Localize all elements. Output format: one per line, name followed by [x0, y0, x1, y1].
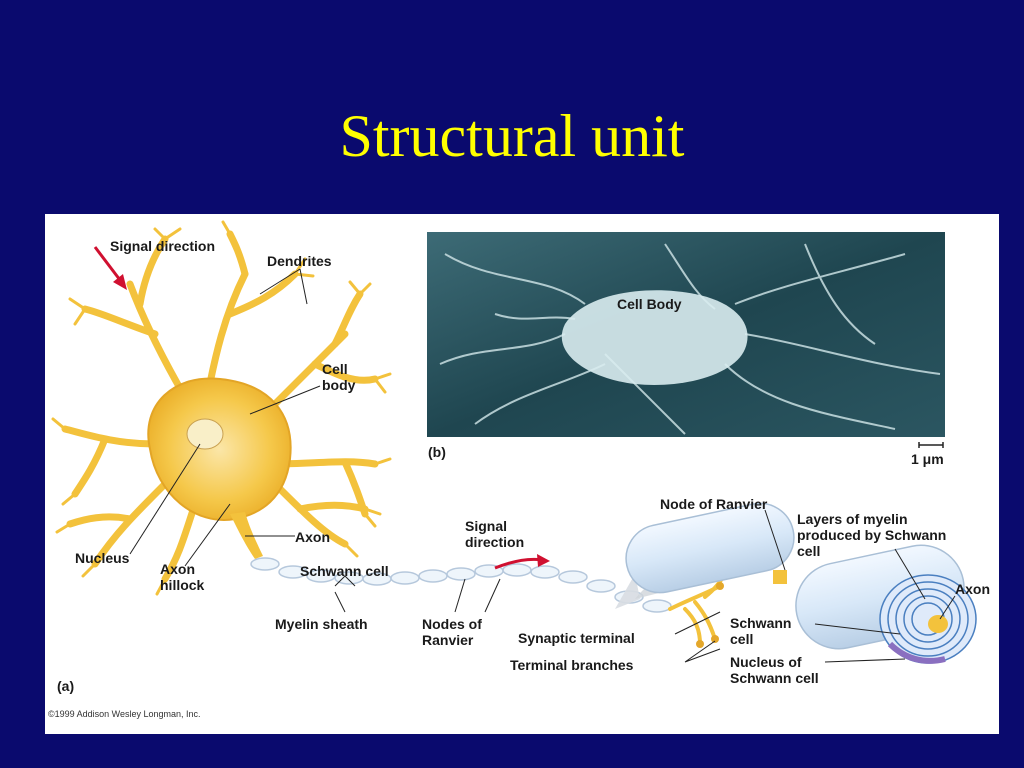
panel-b-label: (b)	[428, 444, 446, 460]
leader-lines	[129, 268, 956, 663]
panel-a-label: (a)	[57, 678, 74, 694]
nucleus-of-schwann-label-1: Nucleus of	[730, 654, 802, 670]
myelin-layers-drawing	[879, 574, 977, 664]
micrograph-cell-body-label: Cell Body	[617, 296, 682, 312]
schwann-nucleus-drawing	[887, 641, 946, 664]
axon-core-drawing	[928, 615, 948, 633]
dendrites-label: Dendrites	[267, 253, 332, 269]
nucleus-label: Nucleus	[75, 550, 130, 566]
slide-title: Structural unit	[339, 103, 685, 169]
layers-of-myelin-label-2: produced by Schwann	[797, 527, 946, 543]
node-of-ranvier-drawing	[773, 570, 787, 584]
signal-direction-mid-label-1: Signal	[465, 518, 507, 534]
nodes-of-ranvier-label-2: Ranvier	[422, 632, 474, 648]
terminal-branches-label: Terminal branches	[510, 657, 634, 673]
schwann-cell-right-label-2: cell	[730, 631, 753, 647]
signal-direction-top-label: Signal direction	[110, 238, 215, 254]
nucleus-of-schwann-label-2: Schwann cell	[730, 670, 819, 686]
cell-body-label-1: Cell	[322, 361, 348, 377]
nodes-of-ranvier-label-1: Nodes of	[422, 616, 482, 632]
schwann-cell-cylinder-1	[625, 502, 795, 594]
axon-hillock-label-2: hillock	[160, 577, 205, 593]
zoom-arrow	[615, 574, 640, 609]
cell-body-drawing	[147, 377, 292, 521]
node-of-ranvier-label: Node of Ranvier	[660, 496, 768, 512]
neuron-diagram: Cell Body (b) 1 μm	[48, 220, 990, 719]
myelin-cross-section	[615, 502, 977, 664]
synaptic-terminal-label: Synaptic terminal	[518, 630, 635, 646]
signal-direction-mid-label-2: direction	[465, 534, 524, 550]
neuron-illustration	[51, 220, 729, 648]
myelin-sheath-label: Myelin sheath	[275, 616, 368, 632]
nucleus-drawing	[186, 418, 224, 450]
axon-hillock-label-1: Axon	[160, 561, 195, 577]
scale-bar-label: 1 μm	[911, 451, 944, 467]
layers-of-myelin-label-3: cell	[797, 543, 820, 559]
axon-right-label: Axon	[955, 581, 990, 597]
dendrites-drawing	[61, 230, 379, 583]
micrograph-cell-body	[561, 290, 748, 385]
cell-body-label-2: body	[322, 377, 356, 393]
layers-of-myelin-label-1: Layers of myelin	[797, 511, 908, 527]
schwann-cell-label: Schwann cell	[300, 563, 389, 579]
micrograph-panel: Cell Body (b) 1 μm	[427, 232, 945, 467]
schwann-cell-right-label-1: Schwann	[730, 615, 791, 631]
neuron-figure: Cell Body (b) 1 μm	[45, 214, 999, 734]
copyright-notice: ©1999 Addison Wesley Longman, Inc.	[48, 709, 201, 719]
axon-label: Axon	[295, 529, 330, 545]
